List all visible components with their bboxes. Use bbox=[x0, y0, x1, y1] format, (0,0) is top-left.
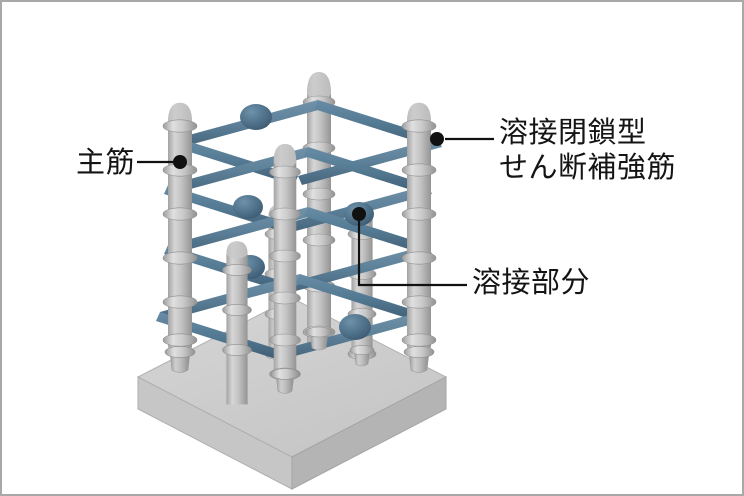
dot-weld-part bbox=[352, 207, 366, 221]
label-shear-reinforcement: 溶接閉鎖型せん断補強筋 bbox=[499, 116, 676, 187]
main-bar-front-mid bbox=[269, 144, 301, 381]
weld-joint-1 bbox=[240, 104, 272, 130]
main-bar-left bbox=[162, 102, 198, 348]
label-weld-part: 溶接部分 bbox=[472, 267, 591, 299]
weld-joint-2 bbox=[233, 195, 263, 219]
leader-dots bbox=[173, 132, 444, 221]
leader-lines bbox=[137, 137, 494, 287]
weld-joint-5 bbox=[339, 314, 371, 340]
dot-main-bar bbox=[173, 155, 187, 169]
label-shear-reinforcement-line2: せん断補強筋 bbox=[499, 152, 677, 185]
shear-hoop-level-1 bbox=[174, 100, 442, 185]
dot-shear-reinforcement bbox=[430, 132, 444, 146]
main-bar-right bbox=[401, 102, 437, 348]
main-bar-front bbox=[222, 241, 252, 405]
leader-weld-part bbox=[357, 214, 467, 287]
label-shear-reinforcement-line1: 溶接閉鎖型 bbox=[499, 117, 647, 149]
rebar-base-stubs bbox=[164, 326, 435, 394]
label-main-bar: 主筋 bbox=[76, 147, 136, 179]
